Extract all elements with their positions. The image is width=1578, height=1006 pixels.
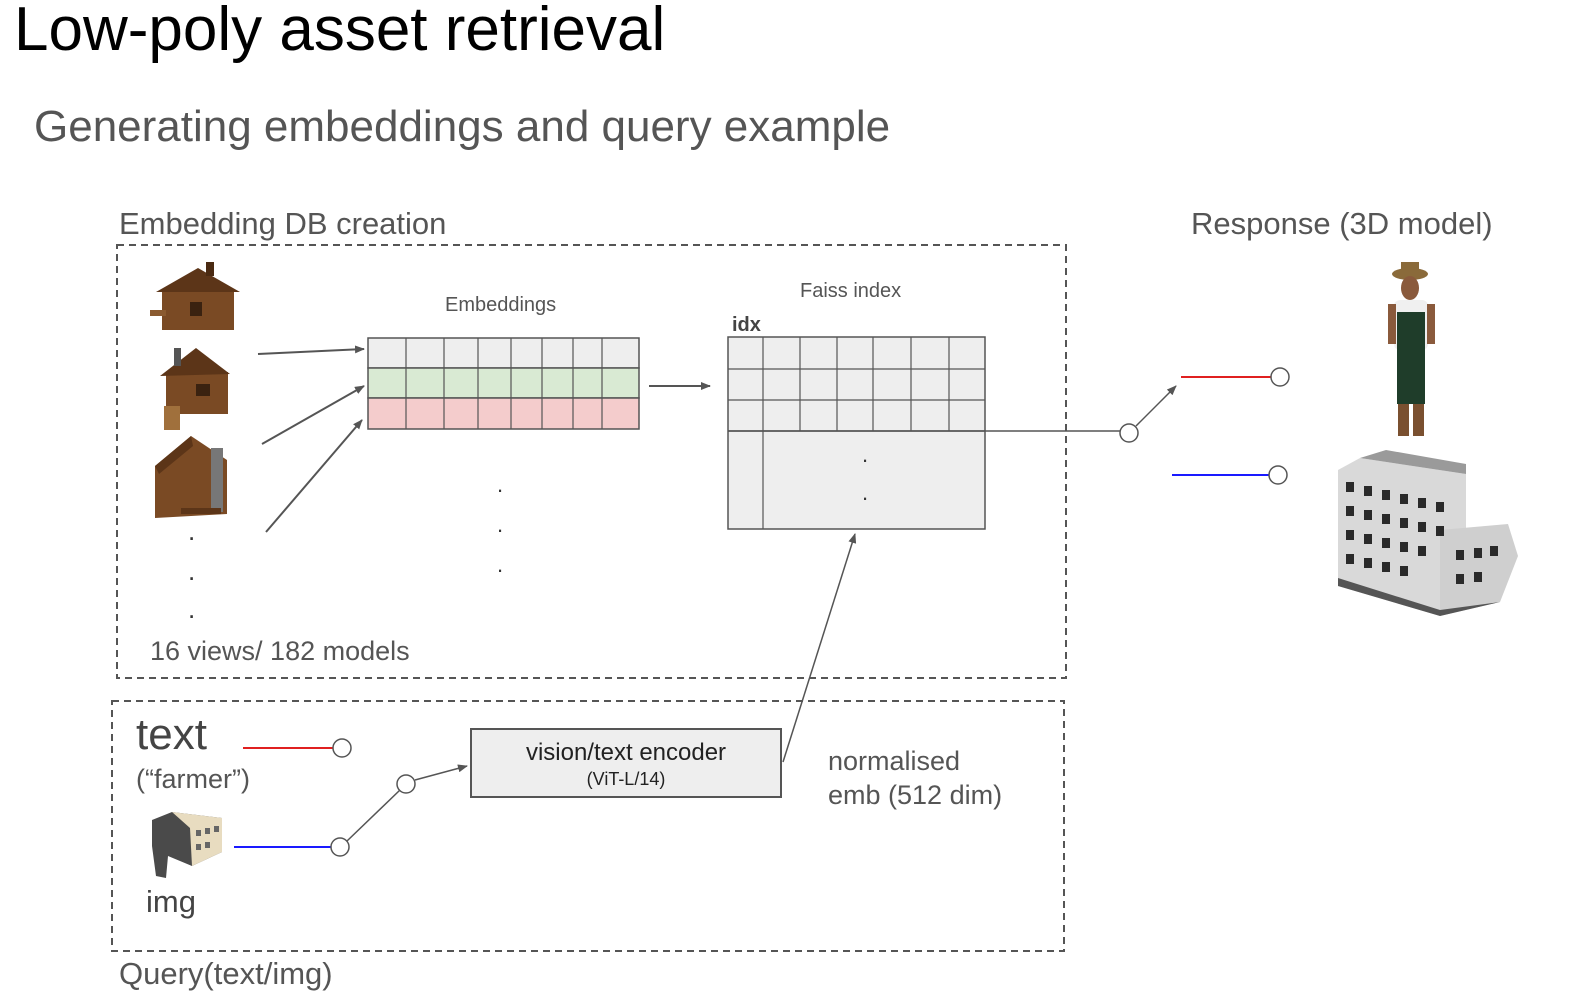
embedding-row-2 xyxy=(367,397,640,430)
ellipsis-dot: . xyxy=(188,516,195,546)
embeddings-label: Embeddings xyxy=(445,294,557,316)
page-title: Low-poly asset retrieval xyxy=(14,0,666,64)
views-caption: 16 views/ 182 models xyxy=(150,636,410,666)
faiss-index-label: Faiss index xyxy=(800,280,902,302)
query-text-example: (“farmer”) xyxy=(136,764,250,794)
encoder-output-line2: emb (512 dim) xyxy=(828,780,1003,810)
query-section-frame xyxy=(111,700,1065,952)
encoder-box: vision/text encoder (ViT-L/14) xyxy=(470,728,782,798)
ellipsis-dot: . xyxy=(188,594,195,624)
ellipsis-dot: . xyxy=(862,442,868,467)
response-image-terminal xyxy=(1268,465,1288,485)
switch-terminal xyxy=(1119,423,1139,443)
ellipsis-dot: . xyxy=(862,480,868,505)
arrow-view-1-to-embeddings xyxy=(257,345,365,355)
arrow-view-2-to-embeddings xyxy=(261,385,365,445)
idx-header: idx xyxy=(732,314,761,336)
encoder-output-caption: normalised emb (512 dim) xyxy=(828,744,1002,812)
query-text-terminal xyxy=(332,738,352,758)
arrow-switch-to-encoder xyxy=(414,764,468,781)
query-section-heading: Query(text/img) xyxy=(119,956,333,991)
ellipsis-dot: . xyxy=(497,512,503,537)
farmer-icon xyxy=(1388,262,1435,436)
encoder-title: vision/text encoder xyxy=(525,739,727,766)
switch-arm xyxy=(1135,385,1177,427)
building-icon xyxy=(1338,450,1518,616)
embedding-row-0 xyxy=(367,337,640,369)
query-img-label: img xyxy=(146,884,196,919)
query-switch-terminal xyxy=(396,774,416,794)
ellipsis-dot: . xyxy=(188,556,195,586)
embedding-row-1 xyxy=(367,367,640,399)
ellipsis-dot: . xyxy=(497,552,503,577)
db-section-frame xyxy=(116,244,1067,679)
response-section-heading: Response (3D model) xyxy=(1191,206,1493,241)
query-image-thumbnail xyxy=(152,812,222,878)
query-text-label: text xyxy=(136,710,207,759)
query-image-terminal xyxy=(330,837,350,857)
arrow-view-3-to-embeddings xyxy=(265,419,363,533)
db-section-heading: Embedding DB creation xyxy=(119,206,447,241)
arrow-encoder-to-faiss xyxy=(782,533,857,763)
embeddings-table xyxy=(367,337,640,430)
house-icon xyxy=(160,348,230,430)
encoder-output-line1: normalised xyxy=(828,746,961,776)
faiss-index-table: . . xyxy=(727,336,986,530)
ellipsis-dot: . xyxy=(497,472,503,497)
house-icon xyxy=(150,262,240,330)
page-subtitle: Generating embeddings and query example xyxy=(34,102,891,151)
response-text-terminal xyxy=(1270,367,1290,387)
encoder-model: (ViT-L/14) xyxy=(586,769,666,789)
query-switch-arm xyxy=(346,789,401,842)
house-icon xyxy=(155,436,227,518)
